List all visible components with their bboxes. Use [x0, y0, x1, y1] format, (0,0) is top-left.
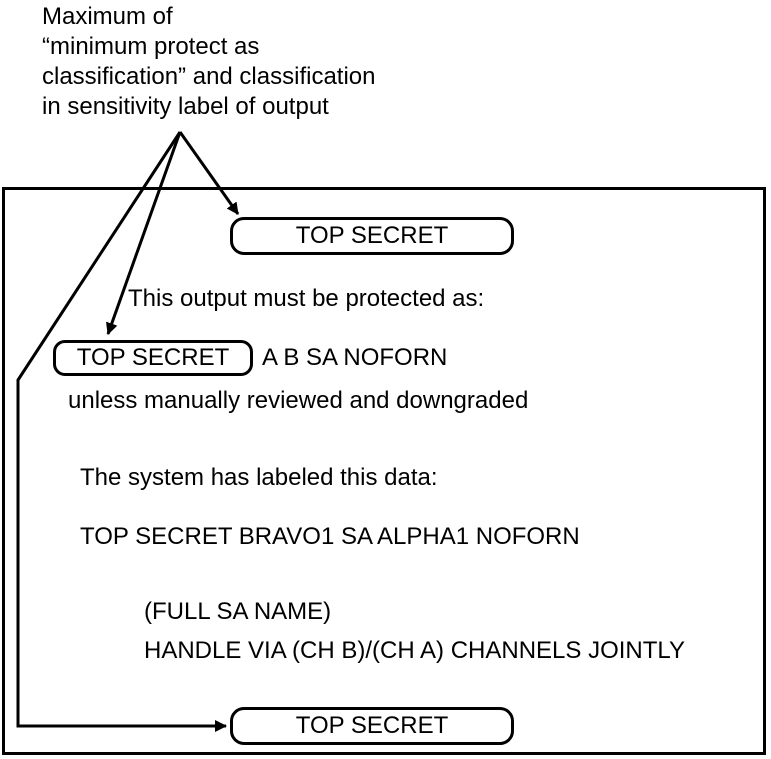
system-label: TOP SECRET BRAVO1 SA ALPHA1 NOFORN	[80, 523, 580, 550]
protect-classification-label: TOP SECRET	[76, 344, 230, 371]
protect-classification-box: TOP SECRET	[53, 340, 253, 376]
bottom-banner-label: TOP SECRET	[295, 712, 449, 739]
handling-line-2: HANDLE VIA (CH B)/(CH A) CHANNELS JOINTL…	[144, 637, 685, 664]
bottom-banner: TOP SECRET	[230, 707, 514, 745]
protect-categories: A B SA NOFORN	[262, 344, 448, 371]
callout-line-4: in sensitivity label of output	[42, 93, 329, 120]
top-banner: TOP SECRET	[230, 217, 514, 255]
callout-text: Maximum of “minimum protect as classific…	[42, 2, 375, 122]
unless-text: unless manually reviewed and downgraded	[68, 387, 529, 414]
handling-line-1: (FULL SA NAME)	[144, 598, 332, 625]
protect-heading: This output must be protected as:	[128, 285, 485, 312]
output-page-frame	[2, 187, 766, 755]
callout-line-3: classification” and classification	[42, 63, 376, 90]
arrow-to-top-banner	[178, 131, 240, 215]
callout-line-1: Maximum of	[42, 3, 173, 30]
arrow-to-bottom-banner	[16, 131, 227, 732]
system-heading: The system has labeled this data:	[80, 464, 438, 491]
callout-line-2: “minimum protect as	[42, 33, 260, 60]
top-banner-label: TOP SECRET	[295, 222, 449, 249]
arrow-to-protect-box	[106, 131, 182, 335]
